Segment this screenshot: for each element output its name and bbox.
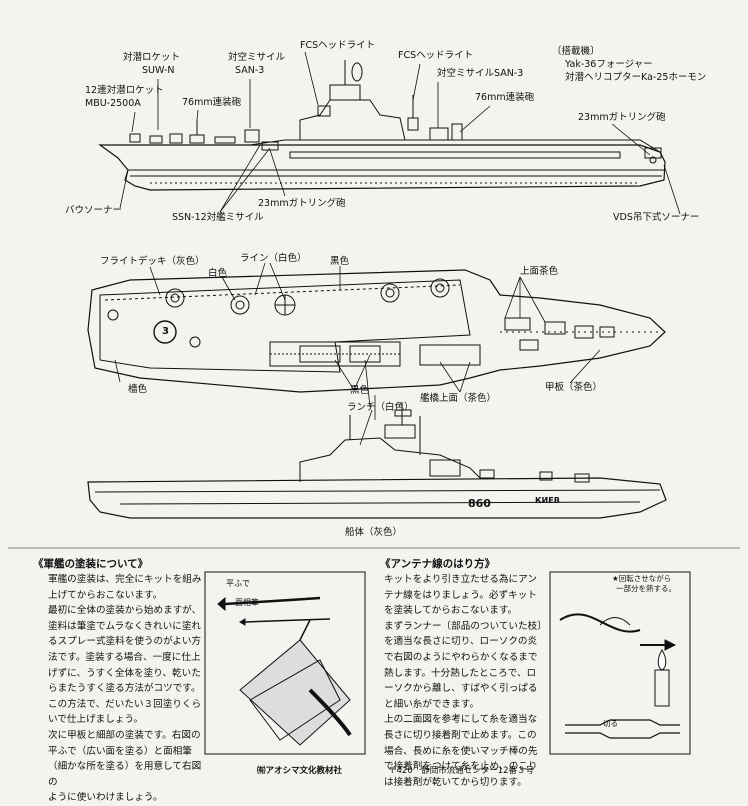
antenna-line: 上の二面図を参考にして糸を適当な [384, 714, 538, 726]
label-76mm-gun-a: 76mm連装砲 [182, 97, 242, 108]
brush-illustration [204, 571, 366, 755]
painting-line: 法です。塗装する場合、一度に仕上 [48, 651, 201, 663]
rotate-note-1: ★回転させながら [612, 574, 672, 583]
label-gatling-a: 23mmガトリング砲 [578, 112, 666, 123]
painting-line: （細かな所を塗る）を用意して右図の [48, 761, 202, 788]
footer-address: 〒420 静岡市流通センター12番３号 [388, 766, 535, 776]
hull-number: 860 [468, 497, 491, 510]
label-top-tea: 上面茶色 [520, 266, 559, 277]
aircraft-title: 〔搭載機〕 [552, 46, 600, 57]
antenna-line: は接着剤が乾いてから切ります。 [384, 776, 527, 788]
deck-number: 3 [162, 326, 169, 337]
label-launch: ランチ（白色） [347, 402, 414, 413]
painting-line: 塗料は筆塗でムラなくきれいに塗れ [48, 620, 202, 632]
antenna-line: を塗装してからおこないます。 [384, 605, 518, 617]
rotate-note-2: 一部分を熱する。 [616, 584, 676, 593]
painting-line: らまたうすく塗る方法がコツです。 [48, 683, 201, 695]
aircraft-2: 対潜ヘリコプターKa-25ホーモン [565, 72, 707, 83]
ship-name: КИЕВ [535, 496, 560, 505]
label-asw-rocket: 対潜ロケット [123, 52, 181, 63]
label-76mm-gun-b: 76mm連装砲 [475, 92, 535, 103]
antenna-line: キットをより引き立たせる為にアン [384, 574, 537, 585]
label-flight-deck: フライトデッキ（灰色） [100, 256, 205, 267]
painting-line: ように使いわけましょう。 [48, 792, 163, 804]
painting-line: 軍艦の塗装は、完全にキットを組み [48, 574, 202, 585]
candle-illustration [549, 571, 691, 755]
label-black-2: 黒色 [350, 385, 370, 396]
antenna-line: で接着剤をつけて糸を止め、のこり [384, 761, 538, 773]
label-ssn12: SSN-12対艦ミサイル [172, 212, 264, 223]
label-cut: 切る [603, 719, 618, 728]
label-suw-n: SUW-N [142, 65, 175, 76]
painting-line: いで仕上げましょう。 [48, 714, 144, 726]
antenna-line: テナ線をはりましょう。必ずキット [384, 589, 537, 601]
antenna-line: ーソクから離し、すばやく引っぱる [384, 683, 538, 695]
antenna-line: 熱します。十分熱したところで、ロ [384, 667, 537, 679]
painting-line: 次に甲板と細部の塗装です。右図の [48, 729, 201, 741]
footer-company: ㈲アオシマ文化教材社 [257, 766, 343, 776]
painting-line: 最初に全体の塗装から始めますが、 [48, 605, 202, 617]
label-aa-missile-1: 対空ミサイル [228, 52, 286, 63]
label-mbu: MBU-2500A [85, 98, 141, 109]
plan-view [87, 262, 666, 408]
label-aa-missile-2: 対空ミサイルSAN-3 [437, 68, 524, 79]
painting-line: この方法で、だいたい３回塗りくら [48, 698, 202, 710]
painting-line: 上げてからおこないます。 [48, 589, 163, 601]
antenna-line: 場合、長めに糸を使いマッチ棒の先 [384, 745, 538, 757]
label-white: 白色 [208, 268, 228, 279]
painting-title: 《軍艦の塗装について》 [33, 558, 149, 570]
label-hull: 船体（灰色） [345, 527, 403, 538]
label-black: 黒色 [330, 256, 350, 267]
label-fcs-2: FCSヘッドライト [398, 50, 474, 61]
painting-line: げずに、うすく全体を塗り、乾いた [48, 667, 201, 679]
painting-body: 軍艦の塗装は、完全にキットを組み 上げてからおこないます。 最初に全体の塗装から… [48, 572, 208, 806]
label-bow-sonar: バウソーナー [65, 205, 123, 216]
label-flat-brush: 平ふで [226, 579, 250, 588]
antenna-line: まずランナー〔部品のついていた枝〕 [384, 620, 547, 632]
antenna-line: で右図のようにやわらかくなるまで [384, 651, 538, 663]
label-vds: VDS吊下式ソーナー [613, 212, 700, 223]
label-12-rocket: 12連対潜ロケット [85, 85, 164, 96]
label-fcs-1: FCSヘッドライト [300, 40, 376, 51]
profile-view [98, 60, 666, 191]
label-bridge-top: 艦橋上面（茶色） [420, 393, 497, 404]
label-wood: 檣色 [128, 384, 148, 395]
antenna-line: を適当な長さに切り、ローソクの炎 [384, 636, 538, 648]
label-gatling-b: 23mmガトリング砲 [258, 198, 346, 209]
label-san3: SAN-3 [235, 65, 265, 76]
label-deck-tea: 甲板（茶色） [545, 382, 603, 393]
antenna-body: キットをより引き立たせる為にアン テナ線をはりましょう。必ずキット を塗装してか… [384, 572, 554, 790]
antenna-line: と細い糸ができます。 [384, 698, 479, 710]
antenna-line: 長さに切り接着剤で止めます。この [384, 729, 537, 741]
painting-line: るスプレー式塗料を使うのがよい方 [48, 636, 202, 648]
antenna-title: 《アンテナ線のはり方》 [380, 558, 496, 570]
aircraft-1: Yak-36フォージャー [565, 59, 653, 70]
label-fine-brush: 面相筆 [235, 598, 259, 607]
label-line-white: ライン（白色） [240, 253, 307, 264]
painting-line: 平ふで（広い面を塗る）と面相筆 [48, 745, 192, 757]
side-view [87, 395, 667, 519]
